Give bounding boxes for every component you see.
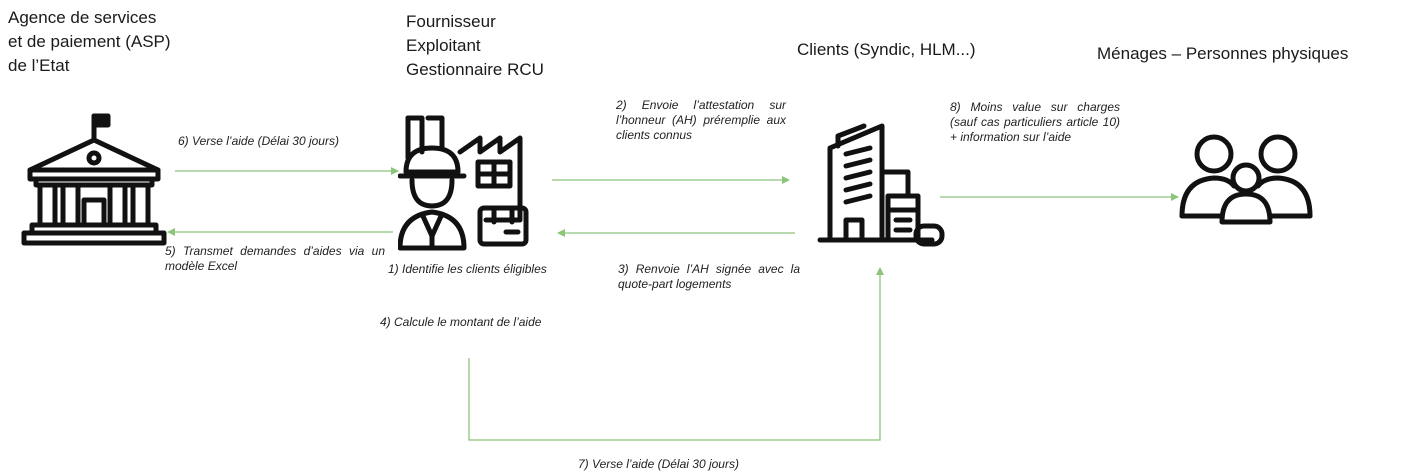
actor-asp-line-3: de l’Etat: [8, 56, 70, 75]
arrow-fournisseur-to-clients-payment: [468, 267, 884, 441]
actor-fournisseur-line-2: Exploitant: [406, 36, 481, 55]
step-3-label: 3) Renvoie l’AH signée avec la quote-par…: [618, 262, 800, 291]
actor-fournisseur-line-1: Fournisseur: [406, 12, 496, 31]
step-2-label: 2) Envoie l’attestation sur l’honneur (A…: [616, 98, 786, 142]
actor-fournisseur-title: Fournisseur Exploitant Gestionnaire RCU: [406, 10, 544, 82]
actor-asp-line-2: et de paiement (ASP): [8, 32, 171, 51]
step-8-label: 8) Moins value sur charges (sauf cas par…: [950, 100, 1120, 144]
actor-fournisseur-line-3: Gestionnaire RCU: [406, 60, 544, 79]
government-building-icon: [21, 113, 167, 246]
step-5-label: 5) Transmet demandes d’aides via un modè…: [165, 244, 385, 273]
actor-asp-title: Agence de services et de paiement (ASP) …: [8, 6, 171, 78]
step-1-label: 1) Identifie les clients éligibles: [388, 262, 547, 276]
actor-menages-title: Ménages – Personnes physiques: [1097, 42, 1348, 66]
actor-clients-title: Clients (Syndic, HLM...): [797, 38, 976, 62]
actor-clients-line-1: Clients (Syndic, HLM...): [797, 40, 976, 59]
office-buildings-icon: [817, 123, 945, 247]
step-6-label: 6) Verse l’aide (Délai 30 jours): [178, 134, 339, 148]
step-4-label: 4) Calcule le montant de l’aide: [380, 315, 542, 329]
actor-menages-line-1: Ménages – Personnes physiques: [1097, 44, 1349, 63]
actor-asp-line-1: Agence de services: [8, 8, 157, 27]
family-icon: [1179, 134, 1313, 225]
step-7-label: 7) Verse l’aide (Délai 30 jours): [578, 457, 739, 471]
factory-worker-icon: [398, 115, 529, 251]
